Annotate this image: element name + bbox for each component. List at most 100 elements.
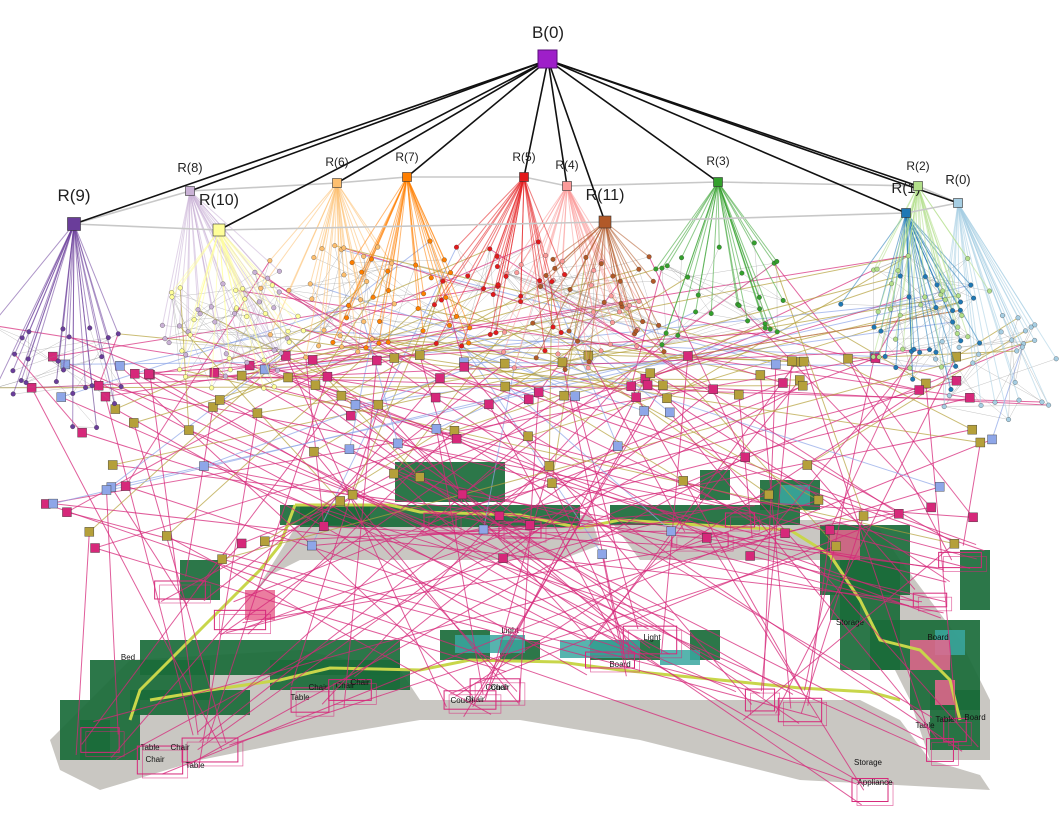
place-node[interactable] bbox=[757, 306, 763, 312]
place-node[interactable] bbox=[838, 301, 844, 307]
place-node[interactable] bbox=[226, 355, 232, 361]
place-node[interactable] bbox=[385, 339, 391, 345]
place-node[interactable] bbox=[566, 328, 572, 334]
place-node[interactable] bbox=[421, 291, 427, 297]
place-node[interactable] bbox=[465, 273, 471, 279]
place-node[interactable] bbox=[494, 253, 500, 259]
place-node[interactable] bbox=[537, 278, 543, 284]
place-node[interactable] bbox=[197, 311, 203, 317]
place-node[interactable] bbox=[679, 255, 685, 261]
place-node[interactable] bbox=[118, 384, 124, 390]
place-node[interactable] bbox=[940, 288, 946, 294]
object-node-cube[interactable] bbox=[93, 381, 104, 391]
place-node[interactable] bbox=[708, 311, 714, 316]
place-node[interactable] bbox=[871, 324, 877, 330]
place-node[interactable] bbox=[598, 261, 604, 267]
place-node[interactable] bbox=[433, 341, 439, 346]
place-node[interactable] bbox=[244, 314, 250, 320]
place-node[interactable] bbox=[957, 307, 963, 313]
place-node[interactable] bbox=[87, 325, 93, 331]
place-node[interactable] bbox=[94, 425, 100, 430]
place-node[interactable] bbox=[447, 322, 452, 328]
place-node[interactable] bbox=[656, 322, 662, 328]
place-node[interactable] bbox=[183, 352, 189, 358]
place-node[interactable] bbox=[601, 299, 607, 305]
place-node[interactable] bbox=[448, 270, 454, 276]
place-node[interactable] bbox=[166, 340, 172, 346]
object-node-cube[interactable] bbox=[336, 390, 347, 401]
place-node[interactable] bbox=[897, 312, 903, 318]
object-node-cube[interactable] bbox=[843, 353, 853, 364]
room-node-cube[interactable] bbox=[212, 223, 226, 237]
object-node-cube[interactable] bbox=[209, 368, 220, 378]
room-node-cube[interactable] bbox=[901, 208, 911, 218]
object-node-cube[interactable] bbox=[631, 392, 641, 402]
place-node[interactable] bbox=[252, 269, 258, 275]
place-node[interactable] bbox=[177, 285, 183, 291]
object-node-cube[interactable] bbox=[215, 395, 225, 405]
object-node-cube[interactable] bbox=[389, 353, 400, 363]
place-node[interactable] bbox=[650, 278, 656, 284]
place-node[interactable] bbox=[233, 287, 239, 293]
place-node[interactable] bbox=[959, 312, 965, 318]
place-node[interactable] bbox=[234, 305, 239, 311]
object-node-cube[interactable] bbox=[658, 380, 668, 391]
place-node[interactable] bbox=[267, 332, 273, 338]
place-node[interactable] bbox=[910, 376, 916, 382]
place-node[interactable] bbox=[413, 262, 419, 268]
place-node[interactable] bbox=[627, 303, 632, 308]
place-node[interactable] bbox=[870, 354, 876, 360]
object-node-cube[interactable] bbox=[393, 438, 403, 449]
place-node[interactable] bbox=[26, 329, 32, 335]
room-node-cube[interactable] bbox=[519, 172, 529, 182]
place-node[interactable] bbox=[550, 256, 556, 262]
place-node[interactable] bbox=[675, 332, 681, 338]
object-node-cube[interactable] bbox=[597, 549, 607, 560]
place-node[interactable] bbox=[610, 319, 615, 325]
place-node[interactable] bbox=[431, 302, 437, 308]
place-node[interactable] bbox=[893, 365, 899, 370]
object-node-cube[interactable] bbox=[683, 351, 693, 361]
object-node-cube[interactable] bbox=[62, 507, 72, 517]
place-node[interactable] bbox=[514, 270, 520, 276]
object-node-cube[interactable] bbox=[734, 389, 744, 400]
place-node[interactable] bbox=[438, 297, 444, 303]
place-node[interactable] bbox=[358, 297, 364, 303]
place-node[interactable] bbox=[946, 393, 952, 399]
place-node[interactable] bbox=[934, 282, 940, 288]
object-node-cube[interactable] bbox=[415, 472, 425, 482]
object-node-cube[interactable] bbox=[283, 372, 293, 383]
place-node[interactable] bbox=[685, 274, 691, 280]
place-node[interactable] bbox=[585, 365, 591, 371]
object-node-cube[interactable] bbox=[281, 351, 291, 361]
place-node[interactable] bbox=[543, 253, 549, 258]
place-node[interactable] bbox=[208, 304, 214, 310]
object-node-cube[interactable] bbox=[787, 356, 797, 366]
object-node-cube[interactable] bbox=[987, 434, 997, 445]
object-node-cube[interactable] bbox=[934, 482, 945, 492]
place-node[interactable] bbox=[958, 299, 963, 305]
place-node[interactable] bbox=[481, 286, 486, 292]
place-node[interactable] bbox=[344, 315, 350, 321]
room-node-cube[interactable] bbox=[713, 177, 723, 187]
place-node[interactable] bbox=[971, 295, 977, 301]
place-node[interactable] bbox=[212, 319, 218, 325]
place-node[interactable] bbox=[953, 363, 959, 369]
place-node[interactable] bbox=[1015, 315, 1021, 321]
object-node-cube[interactable] bbox=[335, 496, 345, 506]
place-node[interactable] bbox=[911, 346, 917, 352]
place-node[interactable] bbox=[66, 334, 72, 340]
place-node[interactable] bbox=[889, 281, 894, 287]
object-node-cube[interactable] bbox=[968, 512, 978, 523]
place-node[interactable] bbox=[518, 262, 524, 268]
object-node-cube[interactable] bbox=[557, 357, 568, 367]
place-node[interactable] bbox=[420, 328, 426, 334]
place-node[interactable] bbox=[987, 288, 992, 294]
place-node[interactable] bbox=[183, 374, 188, 380]
object-node-cube[interactable] bbox=[740, 452, 750, 463]
object-node-cube[interactable] bbox=[184, 425, 194, 435]
place-node[interactable] bbox=[511, 365, 517, 371]
place-node[interactable] bbox=[634, 343, 640, 349]
object-node-cube[interactable] bbox=[260, 536, 270, 546]
place-node[interactable] bbox=[745, 318, 751, 324]
